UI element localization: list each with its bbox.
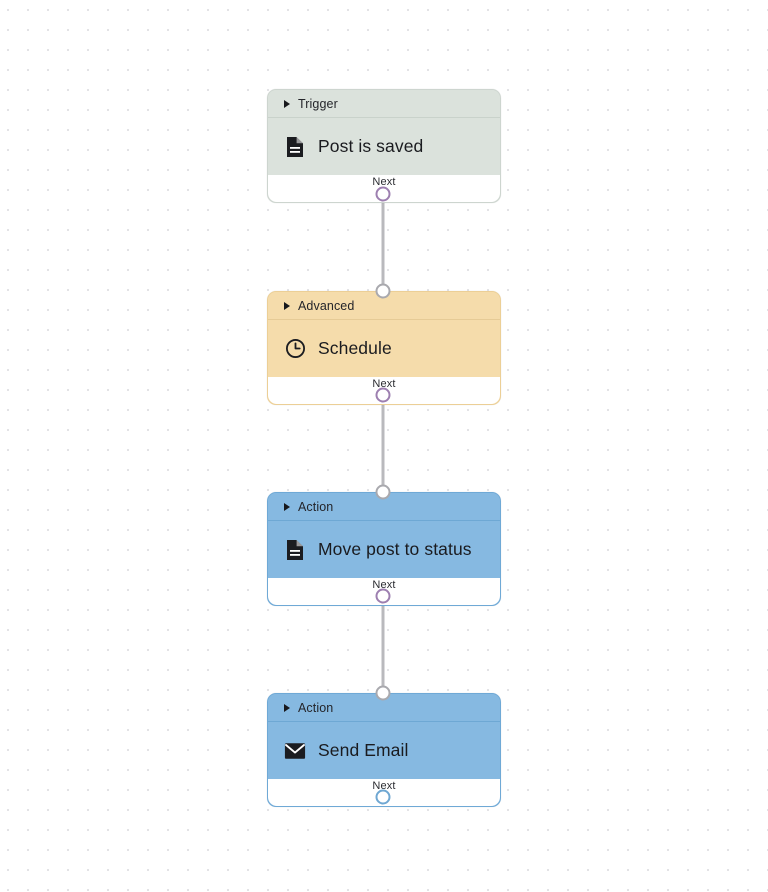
workflow-node-trigger-post-is-saved[interactable]: Trigger Post is saved Next <box>267 89 501 203</box>
clock-icon <box>284 338 306 360</box>
node-title: Move post to status <box>318 539 472 559</box>
document-icon <box>284 539 306 561</box>
chevron-right-icon[interactable] <box>284 703 290 712</box>
node-category-label: Trigger <box>298 96 338 111</box>
connector-advanced-to-action-1 <box>381 394 385 494</box>
chevron-right-icon[interactable] <box>284 301 290 310</box>
node-title: Post is saved <box>318 136 424 156</box>
workflow-node-action-move-post-to-status[interactable]: Action Move post to status Next <box>267 492 501 606</box>
document-icon <box>284 136 306 158</box>
node-footer-next[interactable]: Next <box>268 578 500 605</box>
output-port-action-send-email[interactable] <box>375 789 391 805</box>
chevron-right-icon[interactable] <box>284 502 290 511</box>
node-footer-label: Next <box>372 378 396 390</box>
node-footer-label: Next <box>372 579 396 591</box>
node-body-action-send-email[interactable]: Send Email <box>268 722 500 779</box>
node-body-trigger[interactable]: Post is saved <box>268 118 500 175</box>
node-footer-label: Next <box>372 176 396 188</box>
node-body-action-move-post[interactable]: Move post to status <box>268 521 500 578</box>
input-port-advanced[interactable] <box>375 283 391 299</box>
chevron-right-icon[interactable] <box>284 99 290 108</box>
envelope-icon <box>284 740 306 762</box>
output-port-advanced[interactable] <box>375 387 391 403</box>
input-port-action-send-email[interactable] <box>375 685 391 701</box>
node-category-label: Action <box>298 499 334 514</box>
connector-trigger-to-advanced <box>381 193 385 293</box>
node-category-label: Advanced <box>298 298 355 313</box>
node-header-trigger[interactable]: Trigger <box>268 90 500 118</box>
input-port-action-move-post[interactable] <box>375 484 391 500</box>
output-port-trigger[interactable] <box>375 186 391 202</box>
node-category-label: Action <box>298 700 334 715</box>
node-title: Send Email <box>318 740 409 760</box>
connector-action-1-to-action-2 <box>381 595 385 695</box>
node-title: Schedule <box>318 338 392 358</box>
node-footer-label: Next <box>372 780 396 792</box>
node-body-advanced[interactable]: Schedule <box>268 320 500 377</box>
output-port-action-move-post[interactable] <box>375 588 391 604</box>
workflow-node-advanced-schedule[interactable]: Advanced Schedule Next <box>267 291 501 405</box>
